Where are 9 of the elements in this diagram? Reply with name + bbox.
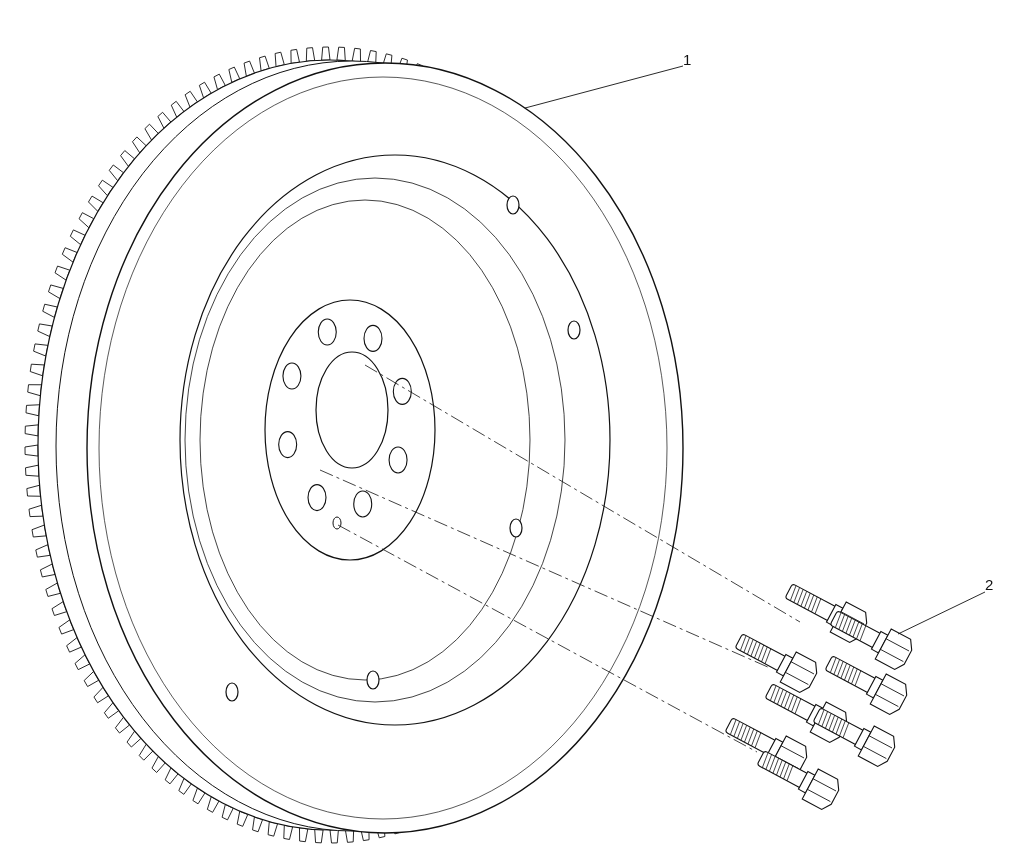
flywheel-drawing	[24, 46, 684, 844]
leader-line	[897, 591, 986, 635]
center-line	[337, 524, 758, 753]
bolts-drawing	[724, 583, 913, 811]
callout-number: 2	[985, 577, 994, 593]
center-line	[319, 469, 771, 669]
callout-number: 1	[683, 52, 692, 68]
leader-line	[524, 65, 684, 109]
center-line	[364, 364, 801, 623]
